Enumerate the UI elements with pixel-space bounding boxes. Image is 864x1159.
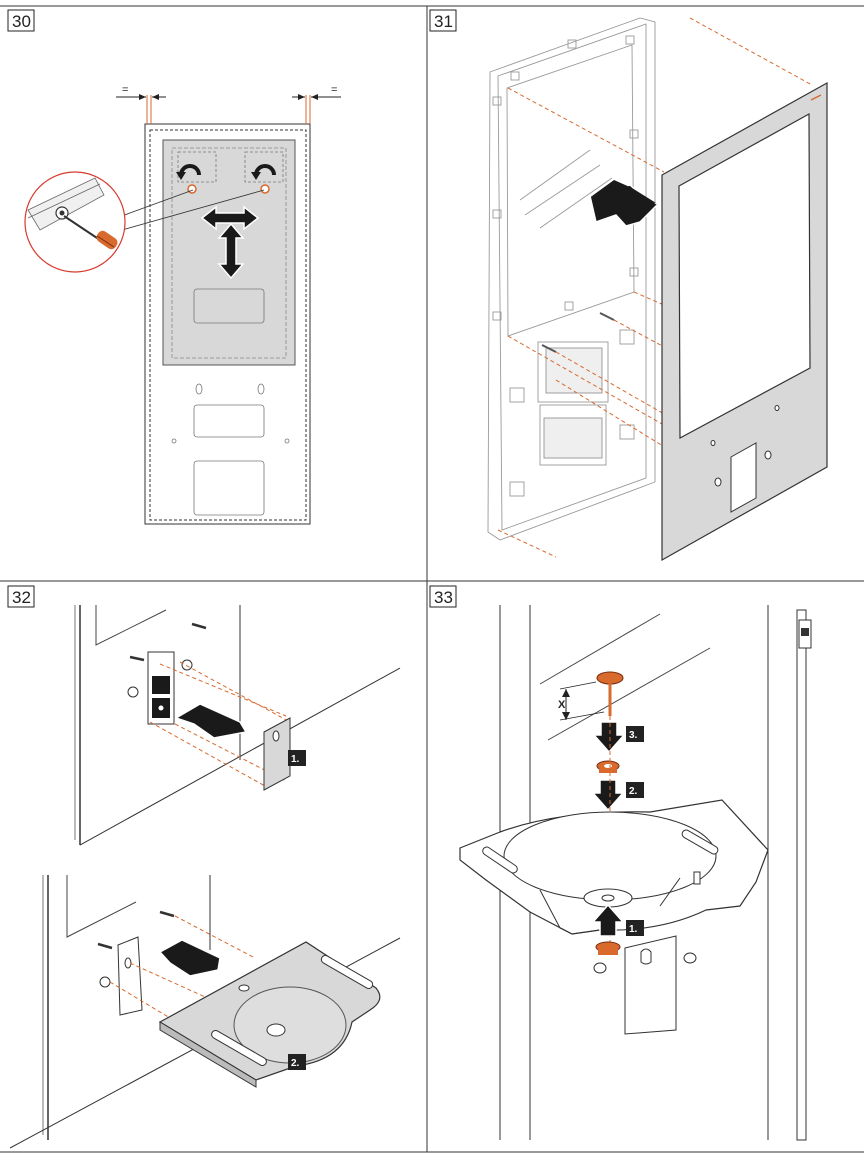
panel-number-box: [7, 585, 35, 608]
push-arrow-icon: [589, 180, 660, 227]
panel-31: 31: [429, 9, 828, 562]
step-label: 2.: [291, 1058, 300, 1069]
wall-bracket-top: 1.: [74, 605, 401, 846]
adjustment-bolt: [596, 671, 624, 716]
adjustment-nut-bottom: [595, 941, 621, 955]
rotate-icon: [176, 164, 201, 180]
panel-number-box: [7, 9, 35, 32]
panel-number-box: [429, 9, 457, 32]
dimension-x-label: X: [558, 699, 566, 711]
equal-sign-left: =: [122, 84, 128, 96]
step-label: 1.: [291, 754, 300, 765]
up-arrow-icon: [591, 903, 625, 937]
step-label: 1.: [629, 924, 638, 935]
adjust-screw: [260, 184, 270, 194]
adjustment-nut: [596, 760, 620, 773]
basin-plate-mount: 2.: [9, 875, 401, 1149]
down-arrow-icon: [592, 721, 626, 754]
cover-plate: [661, 81, 828, 562]
panel-32: 32 1.: [7, 585, 401, 1149]
screwdriver-icon: [96, 230, 118, 250]
panel-number: 31: [434, 12, 453, 31]
panel-number-box: [429, 585, 457, 608]
push-arrow-icon: [158, 939, 221, 977]
height-dimension: X: [558, 681, 605, 721]
side-view-panel: [796, 609, 812, 1141]
rotate-icon: [251, 164, 276, 180]
installation-frame: [487, 17, 656, 541]
push-arrow-icon: [174, 703, 248, 739]
basin-plate: [158, 941, 381, 1088]
vertical-move-arrow-icon: [217, 222, 245, 280]
panel-number: 32: [12, 588, 31, 607]
gap-indicator-right: =: [292, 84, 341, 100]
panel-30: 30 = =: [7, 9, 341, 525]
wall-bracket: [593, 871, 701, 1035]
washbasin: [459, 799, 769, 935]
equal-sign-right: =: [331, 84, 337, 96]
step-label: 2.: [629, 786, 638, 797]
step-label: 3.: [629, 730, 638, 741]
down-arrow-icon: [591, 779, 625, 812]
panel-outline-dashed: [149, 129, 307, 521]
panel-number: 30: [12, 12, 31, 31]
panel-grid: [0, 5, 864, 1153]
horizontal-move-arrow-icon: [200, 205, 260, 231]
gap-indicator-left: =: [116, 84, 166, 100]
panel-33: 33 X 3.: [429, 585, 812, 1141]
screwdriver-detail-callout: [24, 171, 126, 273]
panel-number: 33: [434, 588, 453, 607]
